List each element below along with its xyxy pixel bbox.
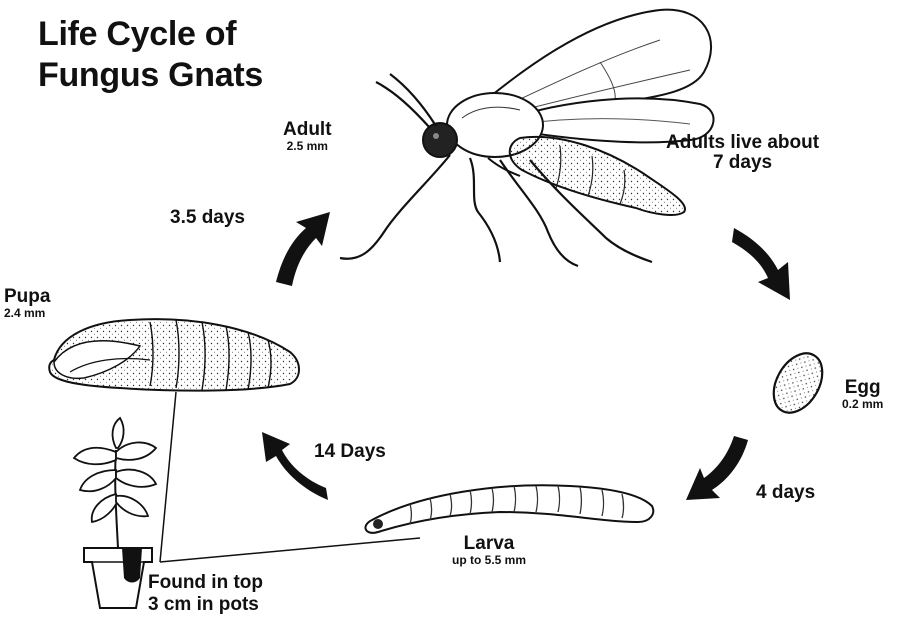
arrow-pupa-to-adult — [276, 212, 330, 286]
larva-stage-size: up to 5.5 mm — [452, 554, 526, 567]
larva-to-pupa-duration: 14 Days — [314, 442, 386, 462]
gnat-head — [423, 123, 457, 157]
egg-label: Egg 0.2 mm — [842, 378, 883, 411]
gnat-leg-1 — [340, 155, 450, 259]
larva-label: Larva up to 5.5 mm — [452, 534, 526, 567]
plant-leaves — [74, 418, 156, 522]
adult-lifespan-line-1: Adults live about — [666, 133, 819, 153]
adult-gnat-illustration — [340, 10, 713, 266]
adult-label: Adult 2.5 mm — [283, 120, 332, 153]
egg-stage-name: Egg — [842, 378, 883, 398]
pupa-to-adult-duration: 3.5 days — [170, 208, 245, 228]
adult-stage-name: Adult — [283, 120, 332, 140]
potted-plant-illustration — [74, 418, 156, 608]
larva-pointer-line — [160, 538, 420, 562]
plant-pot — [84, 548, 152, 608]
gnat-leg-2 — [470, 158, 500, 262]
egg-to-larva-duration: 4 days — [756, 483, 815, 503]
adult-lifespan-label: Adults live about 7 days — [666, 133, 819, 173]
arrow-adult-to-egg — [732, 228, 790, 300]
adult-stage-size: 2.5 mm — [283, 140, 332, 153]
pupa-illustration — [49, 319, 299, 390]
pupa-label: Pupa 2.4 mm — [4, 287, 50, 320]
arrow-egg-to-larva — [686, 436, 748, 500]
egg-stage-size: 0.2 mm — [842, 398, 883, 411]
larva-illustration — [365, 485, 653, 533]
soil-highlight — [122, 548, 142, 583]
egg-illustration — [764, 345, 832, 421]
gnat-antenna-2 — [390, 74, 436, 126]
pot-note-line-2: 3 cm in pots — [148, 594, 263, 616]
gnat-abdomen — [510, 137, 685, 215]
adult-lifespan-line-2: 7 days — [666, 153, 819, 173]
pot-note-line-1: Found in top — [148, 572, 263, 594]
pot-note: Found in top 3 cm in pots — [148, 572, 263, 616]
larva-stage-name: Larva — [452, 534, 526, 554]
pupa-stage-size: 2.4 mm — [4, 307, 50, 320]
pupa-pointer-line — [160, 392, 176, 562]
pupa-stage-name: Pupa — [4, 287, 50, 307]
